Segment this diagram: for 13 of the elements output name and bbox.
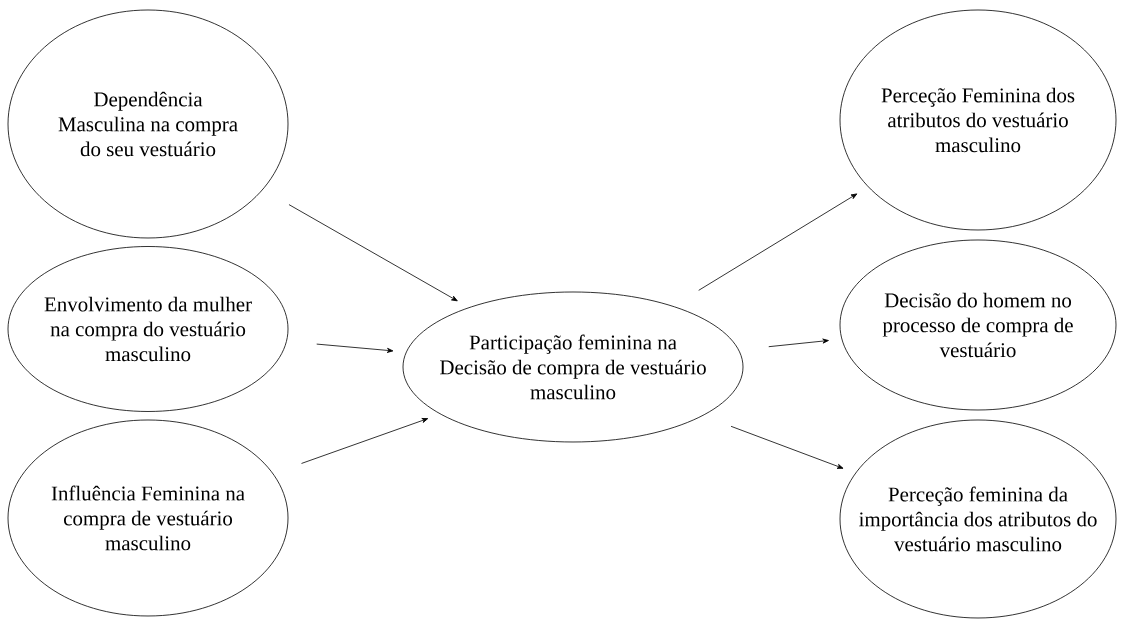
ellipse-node: Decisão do homem no processo de compra de vestuário (839, 239, 1117, 411)
ellipse-node: Influência Feminina na compra de vestuário masculino (7, 419, 289, 617)
arrow (288, 204, 458, 302)
arrow (730, 425, 844, 469)
ellipse-node: Dependência Masculina na compra do seu vestuário (7, 9, 289, 239)
arrow (698, 193, 858, 291)
ellipse-node: Perceção feminina da importância dos atributos do vestuário masculino (839, 419, 1117, 619)
ellipse-node: Envolvimento da mulher na compra do vestuário masculino (7, 246, 289, 412)
arrow (301, 418, 429, 464)
arrow (768, 338, 829, 348)
arrow (316, 343, 394, 353)
ellipse-node: Perceção Feminina dos atributos do vestuário masculino (839, 9, 1117, 231)
ellipse-node: Participação feminina na Decisão de compra de vestuário masculino (402, 291, 744, 443)
